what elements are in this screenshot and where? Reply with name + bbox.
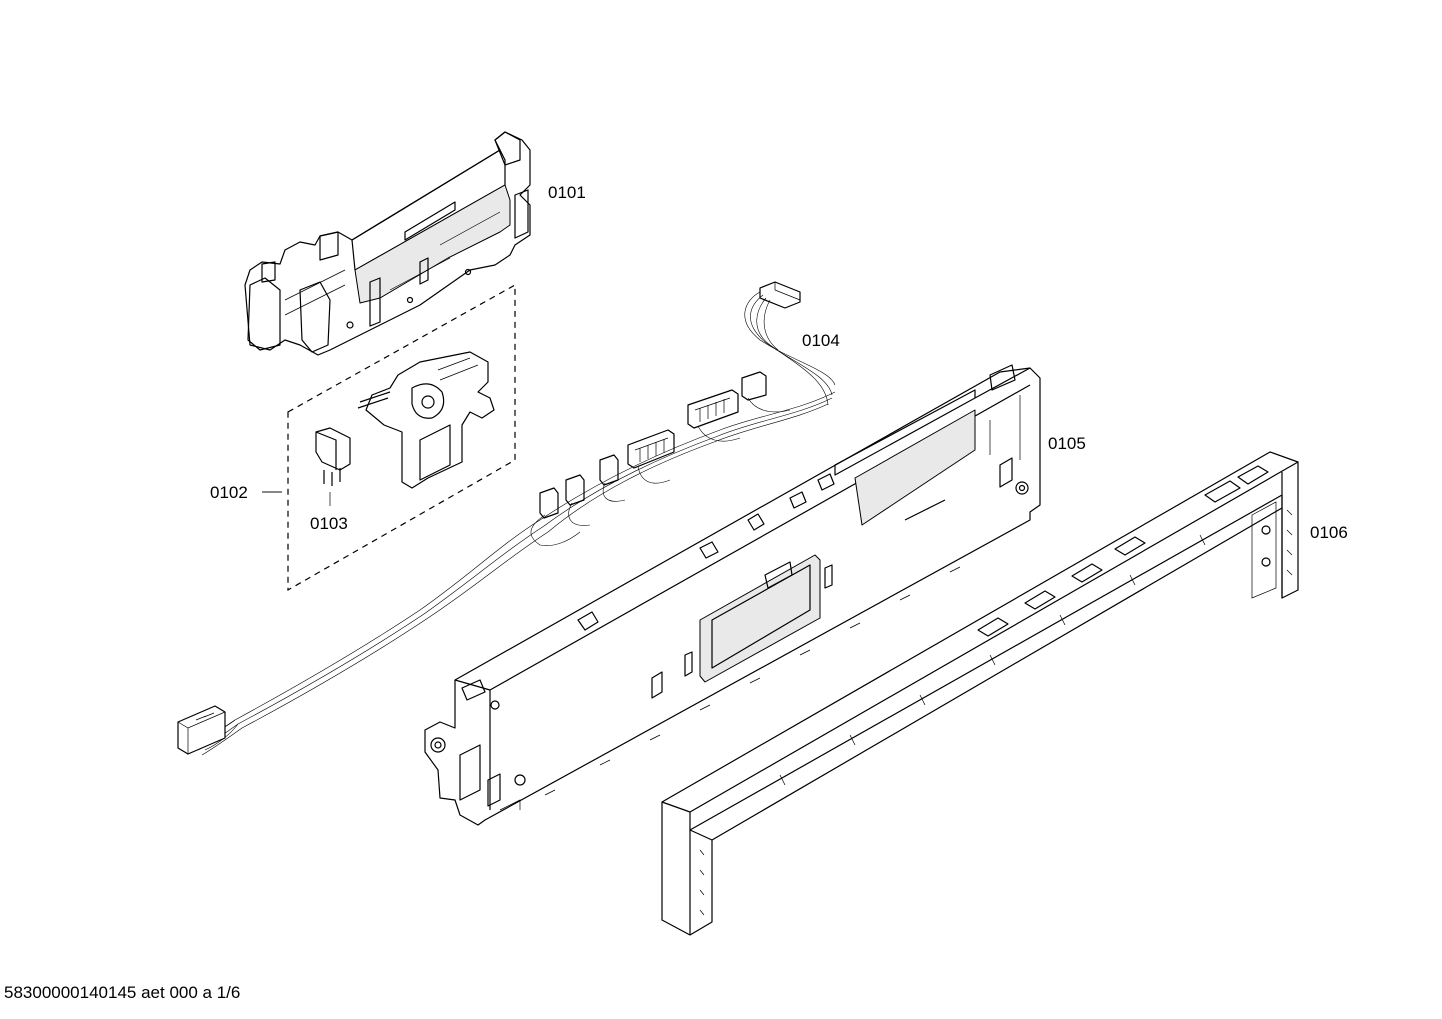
part-0106-panel-trim (661, 451, 1299, 936)
label-0102: 0102 (210, 483, 248, 502)
part-0104-wiring-harness (177, 281, 836, 756)
document-reference: 58300000140145 aet 000 a 1/6 (4, 983, 240, 1002)
label-0106: 0106 (1310, 523, 1348, 542)
label-0103: 0103 (310, 514, 348, 533)
part-0101-electronic-module (244, 131, 531, 356)
label-0105: 0105 (1048, 434, 1086, 453)
label-0104: 0104 (802, 331, 840, 350)
part-0102-assembly-group (262, 283, 516, 592)
label-0101: 0101 (548, 183, 586, 202)
part-0105-control-panel-frame (424, 364, 1041, 826)
